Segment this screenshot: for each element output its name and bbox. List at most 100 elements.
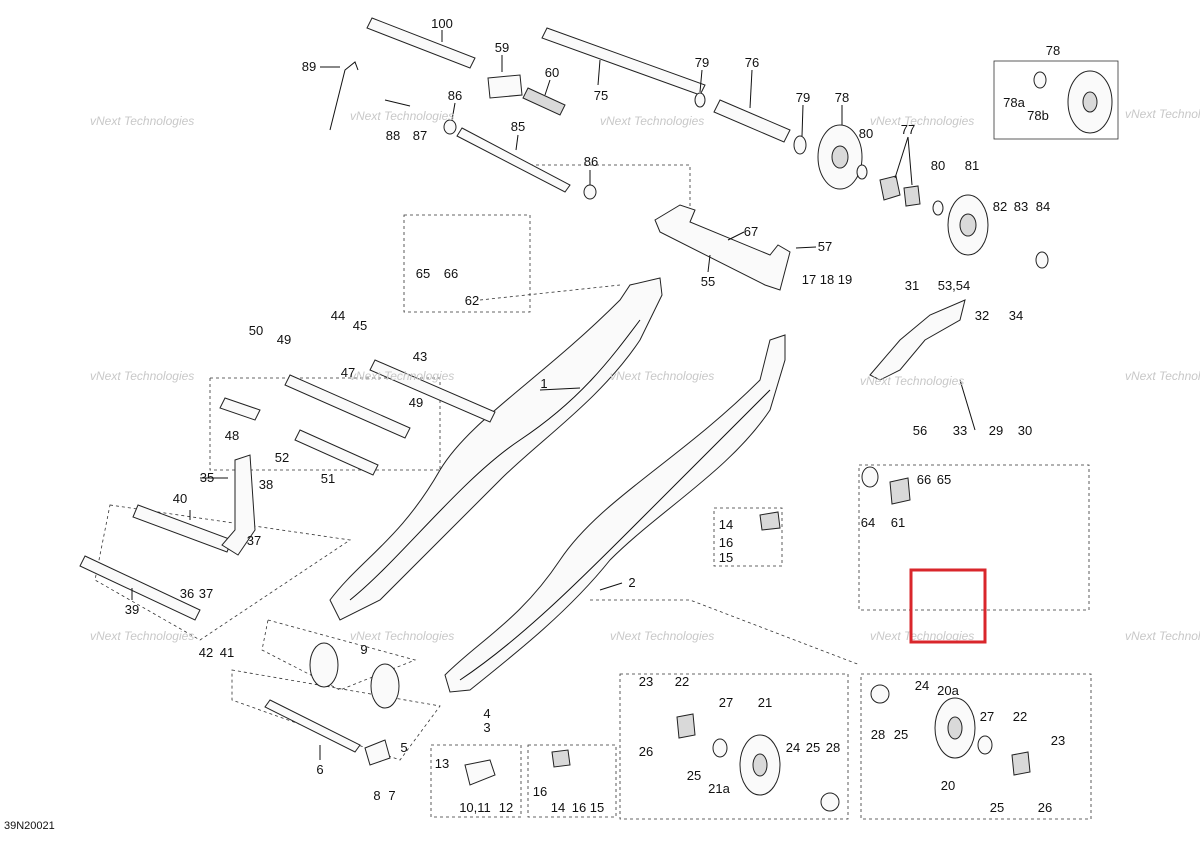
- callout-49-a[interactable]: 49: [277, 332, 291, 347]
- callout-23-b[interactable]: 23: [1051, 733, 1065, 748]
- callout-21[interactable]: 21: [758, 695, 772, 710]
- callout-15-a[interactable]: 15: [719, 550, 733, 565]
- callout-78b[interactable]: 78b: [1027, 108, 1049, 123]
- callout-24-b[interactable]: 24: [915, 678, 929, 693]
- callout-55[interactable]: 55: [701, 274, 715, 289]
- callout-18[interactable]: 18: [820, 272, 834, 287]
- callout-47[interactable]: 47: [341, 365, 355, 380]
- callout-86-b[interactable]: 86: [584, 154, 598, 169]
- callout-7[interactable]: 7: [388, 788, 395, 803]
- callout-22-b[interactable]: 22: [1013, 709, 1027, 724]
- callout-78-main[interactable]: 78: [835, 90, 849, 105]
- callout-25-c[interactable]: 25: [894, 727, 908, 742]
- callout-36[interactable]: 36: [180, 586, 194, 601]
- callout-65-a[interactable]: 65: [416, 266, 430, 281]
- callout-23-a[interactable]: 23: [639, 674, 653, 689]
- callout-29[interactable]: 29: [989, 423, 1003, 438]
- callout-40[interactable]: 40: [173, 491, 187, 506]
- callout-89[interactable]: 89: [302, 59, 316, 74]
- callout-50[interactable]: 50: [249, 323, 263, 338]
- callout-24-a[interactable]: 24: [786, 740, 800, 755]
- callout-81[interactable]: 81: [965, 158, 979, 173]
- callout-45[interactable]: 45: [353, 318, 367, 333]
- callout-49-b[interactable]: 49: [409, 395, 423, 410]
- callout-27-b[interactable]: 27: [980, 709, 994, 724]
- callout-43[interactable]: 43: [413, 349, 427, 364]
- callout-48[interactable]: 48: [225, 428, 239, 443]
- callout-67[interactable]: 67: [744, 224, 758, 239]
- callout-85[interactable]: 85: [511, 119, 525, 134]
- callout-88[interactable]: 88: [386, 128, 400, 143]
- callout-37-b[interactable]: 37: [199, 586, 213, 601]
- callout-13[interactable]: 13: [435, 756, 449, 771]
- callout-57[interactable]: 57: [818, 239, 832, 254]
- callout-5[interactable]: 5: [400, 740, 407, 755]
- callout-66-a[interactable]: 66: [444, 266, 458, 281]
- callout-17[interactable]: 17: [802, 272, 816, 287]
- callout-27-a[interactable]: 27: [719, 695, 733, 710]
- callout-77[interactable]: 77: [901, 122, 915, 137]
- callout-19[interactable]: 19: [838, 272, 852, 287]
- callout-80-a[interactable]: 80: [859, 126, 873, 141]
- callout-84[interactable]: 84: [1036, 199, 1050, 214]
- callout-83[interactable]: 83: [1014, 199, 1028, 214]
- callout-59[interactable]: 59: [495, 40, 509, 55]
- callout-51[interactable]: 51: [321, 471, 335, 486]
- callout-8[interactable]: 8: [373, 788, 380, 803]
- callout-2[interactable]: 2: [628, 575, 635, 590]
- highlight-box[interactable]: [909, 568, 987, 644]
- callout-14-b[interactable]: 14: [551, 800, 565, 815]
- callout-25-d[interactable]: 25: [990, 800, 1004, 815]
- callout-15-b[interactable]: 15: [590, 800, 604, 815]
- callout-62[interactable]: 62: [465, 293, 479, 308]
- callout-12[interactable]: 12: [499, 800, 513, 815]
- callout-76[interactable]: 76: [745, 55, 759, 70]
- callout-33[interactable]: 33: [953, 423, 967, 438]
- callout-87[interactable]: 87: [413, 128, 427, 143]
- callout-56[interactable]: 56: [913, 423, 927, 438]
- callout-1[interactable]: 1: [540, 376, 547, 391]
- callout-4[interactable]: 4: [483, 706, 490, 721]
- callout-75[interactable]: 75: [594, 88, 608, 103]
- callout-42[interactable]: 42: [199, 645, 213, 660]
- callout-20[interactable]: 20: [941, 778, 955, 793]
- callout-61[interactable]: 61: [891, 515, 905, 530]
- callout-35[interactable]: 35: [200, 470, 214, 485]
- callout-66-b[interactable]: 66: [917, 472, 931, 487]
- callout-20a[interactable]: 20a: [937, 683, 959, 698]
- callout-52[interactable]: 52: [275, 450, 289, 465]
- callout-53-54[interactable]: 53,54: [938, 278, 971, 293]
- callout-64[interactable]: 64: [861, 515, 875, 530]
- callout-21a[interactable]: 21a: [708, 781, 730, 796]
- callout-31[interactable]: 31: [905, 278, 919, 293]
- callout-10-11[interactable]: 10,11: [459, 800, 491, 815]
- callout-39[interactable]: 39: [125, 602, 139, 617]
- callout-3[interactable]: 3: [483, 720, 490, 735]
- callout-22-a[interactable]: 22: [675, 674, 689, 689]
- callout-30[interactable]: 30: [1018, 423, 1032, 438]
- callout-86-a[interactable]: 86: [448, 88, 462, 103]
- callout-60[interactable]: 60: [545, 65, 559, 80]
- callout-78-detail[interactable]: 78: [1046, 43, 1060, 58]
- callout-25-a[interactable]: 25: [687, 768, 701, 783]
- callout-79-a[interactable]: 79: [695, 55, 709, 70]
- callout-28-b[interactable]: 28: [871, 727, 885, 742]
- callout-9[interactable]: 9: [360, 642, 367, 657]
- callout-32[interactable]: 32: [975, 308, 989, 323]
- callout-65-b[interactable]: 65: [937, 472, 951, 487]
- callout-16-a[interactable]: 16: [719, 535, 733, 550]
- callout-41[interactable]: 41: [220, 645, 234, 660]
- callout-82[interactable]: 82: [993, 199, 1007, 214]
- callout-16-b[interactable]: 16: [533, 784, 547, 799]
- callout-25-b[interactable]: 25: [806, 740, 820, 755]
- callout-14-a[interactable]: 14: [719, 517, 733, 532]
- callout-44[interactable]: 44: [331, 308, 345, 323]
- callout-80-b[interactable]: 80: [931, 158, 945, 173]
- callout-26-b[interactable]: 26: [1038, 800, 1052, 815]
- callout-26-a[interactable]: 26: [639, 744, 653, 759]
- callout-37-a[interactable]: 37: [247, 533, 261, 548]
- callout-79-b[interactable]: 79: [796, 90, 810, 105]
- callout-100[interactable]: 100: [431, 16, 453, 31]
- callout-38[interactable]: 38: [259, 477, 273, 492]
- callout-28-a[interactable]: 28: [826, 740, 840, 755]
